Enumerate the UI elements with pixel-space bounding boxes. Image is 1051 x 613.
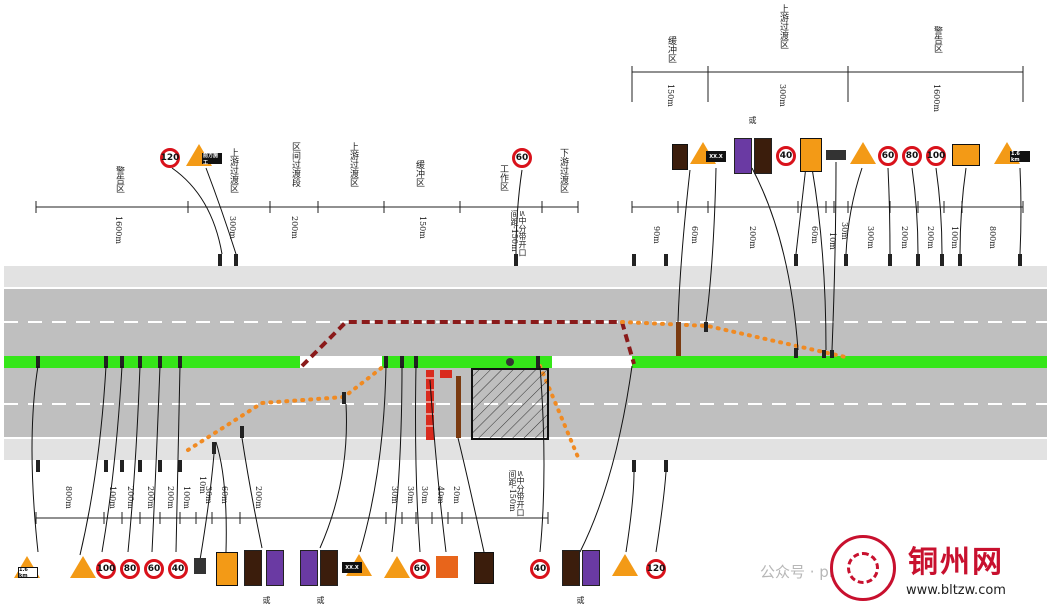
construction-sign [800, 138, 822, 172]
distance-label: 100m [108, 486, 117, 509]
or-label: 或 [316, 596, 325, 604]
zone-label: 下游过渡区 [558, 148, 568, 193]
zone-label: 上游过渡区 [778, 4, 788, 49]
zone-label: 警告区 [932, 26, 942, 53]
light-board [734, 138, 752, 174]
or-label: 或 [262, 596, 271, 604]
speed-limit-sign: 100 [926, 146, 946, 166]
watermark: 公众号 · pnxgtir 铜州网 www.bltzw.com [760, 535, 1050, 613]
arrow-board [474, 552, 494, 584]
distance-label: 200m [900, 226, 909, 249]
distance-label: 30m [390, 486, 399, 504]
median-green [382, 356, 552, 368]
distance-label: 800m [64, 486, 73, 509]
distance-label: ≤中分带开口间距-150m [510, 210, 527, 257]
flagman [440, 370, 452, 378]
distance-label: 100m [950, 226, 959, 249]
logo-icon [830, 535, 896, 601]
speed-limit-sign: 60 [878, 146, 898, 166]
distance-label: 30m [420, 486, 429, 504]
distance-label: 200m [290, 216, 299, 239]
leader-lines [31, 161, 1022, 561]
speed-limit-sign: 40 [776, 146, 796, 166]
arrow-board [672, 144, 688, 170]
distance-label: 60m [220, 486, 229, 504]
light-board [582, 550, 600, 586]
light-board [266, 550, 284, 586]
speed-limit-sign: 40 [168, 559, 188, 579]
sign-posts [36, 254, 1022, 472]
work-marker [506, 358, 514, 366]
speed-limit-sign: 60 [512, 148, 532, 168]
zone-label: 缓冲区 [414, 160, 424, 187]
arrow-board [754, 138, 772, 174]
flagman-device [194, 558, 206, 574]
worker-sign [436, 556, 458, 578]
speed-limit-sign: 40 [530, 559, 550, 579]
arrow-trailer [676, 322, 681, 356]
distance-label: 1600m [114, 216, 123, 244]
arrow-board [320, 550, 338, 586]
distance-label: 300m [778, 84, 787, 107]
distance-label: 200m [166, 486, 175, 509]
distance-label: 200m [926, 226, 935, 249]
distance-label: 1600m [932, 84, 941, 112]
watermark-title: 铜州网 [908, 545, 1004, 580]
or-label: 或 [576, 596, 585, 604]
distance-label: 200m [126, 486, 135, 509]
distance-label: 30m [406, 486, 415, 504]
zone-label: 缓冲区 [666, 36, 676, 63]
distance-label: 20m [452, 486, 461, 504]
top-shoulder [4, 266, 1047, 288]
distance-label: 60m [810, 226, 819, 244]
distance-label: 200m [254, 486, 263, 509]
distance-label: 150m [418, 216, 427, 239]
speed-limit-sign: 100 [96, 559, 116, 579]
bottom-shoulder [4, 438, 1047, 460]
zone-label: 警告区 [114, 166, 124, 193]
zone-label: 区间过渡段 [290, 142, 300, 187]
arrow-board [244, 550, 262, 586]
distance-label: 30m [204, 486, 213, 504]
lane-closed-sign [952, 144, 980, 166]
barrier-stack [426, 370, 434, 440]
distance-label: 200m [748, 226, 757, 249]
speed-limit-sign: 120 [160, 148, 180, 168]
distance-label: 10m [198, 476, 207, 494]
zone-label: 工作区 [498, 164, 508, 191]
distance-label: 300m [866, 226, 875, 249]
distance-label: 100m [182, 486, 191, 509]
speed-limit-sign: 120 [646, 559, 666, 579]
distance-label: ≤中分带开口间距-150m [508, 470, 525, 517]
zone-label: 上游过渡区 [228, 148, 238, 193]
distance-label: 10m [828, 232, 837, 250]
or-label: 或 [748, 116, 757, 124]
light-board [300, 550, 318, 586]
distance-label: 800m [988, 226, 997, 249]
distance-label: 90m [652, 226, 661, 244]
distance-label: 40m [436, 486, 445, 504]
zone-label: 上游过渡区 [348, 142, 358, 187]
speed-limit-sign: 80 [902, 146, 922, 166]
crossover-barrier [300, 320, 636, 368]
speed-limit-sign: 80 [120, 559, 140, 579]
distance-label: 60m [690, 226, 699, 244]
arrow-board [562, 550, 580, 586]
median-green [632, 356, 1047, 368]
watermark-url: www.bltzw.com [906, 583, 1006, 598]
speed-limit-sign: 60 [144, 559, 164, 579]
flagman-device [826, 150, 846, 160]
distance-label: 30m [840, 222, 849, 240]
cone-taper [186, 364, 386, 452]
distance-label: 200m [146, 486, 155, 509]
construction-sign [216, 552, 238, 586]
arrow-trailer [456, 376, 461, 438]
work-area [471, 368, 549, 440]
distance-label: 150m [666, 84, 675, 107]
speed-limit-sign: 60 [410, 559, 430, 579]
median-green [4, 356, 300, 368]
distance-label: 300m [228, 216, 237, 239]
